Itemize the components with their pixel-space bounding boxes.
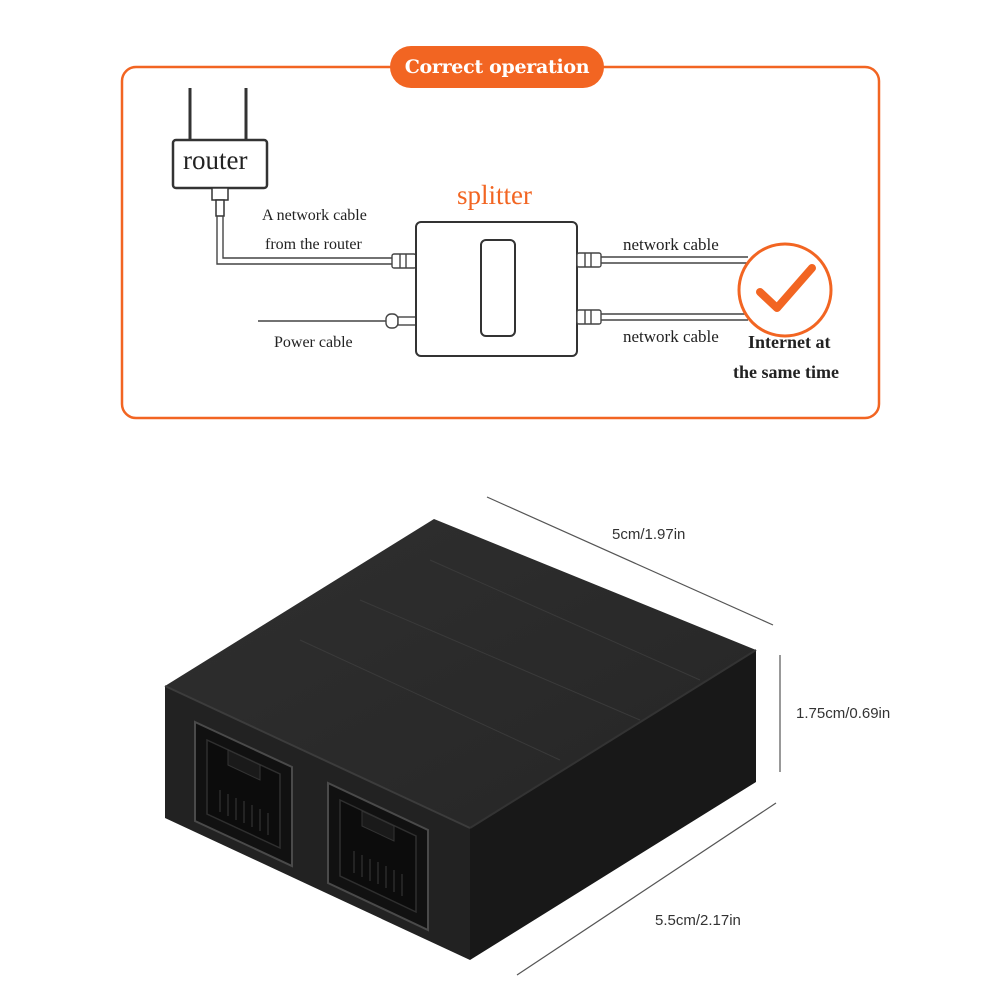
dimension-lines [486,496,781,976]
splitter-label: splitter [457,180,532,210]
checkmark-icon [737,242,833,338]
power-cable [258,313,417,329]
output-cable-label-top: network cable [623,235,719,254]
splitter-product-photo [164,519,757,960]
dimension-width-label: 5.5cm/2.17in [655,912,741,929]
splitter-icon [415,221,578,357]
result-label-line1: Internet at [748,332,831,352]
router-icon [171,88,269,217]
result-label-line2: the same time [733,362,839,382]
dimension-height-label: 1.75cm/0.69in [796,705,891,722]
output-cable-label-bottom: network cable [623,327,719,346]
dimension-length-label: 5cm/1.97in [612,526,686,543]
rj45-port-1 [194,720,293,868]
input-cable [216,216,417,269]
correct-operation-badge: Correct operation [390,46,604,88]
router-label: router [183,145,248,175]
input-cable-label-line1: A network cable [262,207,367,224]
output-cables [576,252,748,325]
power-cable-label: Power cable [274,334,353,351]
rj45-port-2 [327,781,429,932]
input-cable-label-line2: from the router [265,236,362,253]
